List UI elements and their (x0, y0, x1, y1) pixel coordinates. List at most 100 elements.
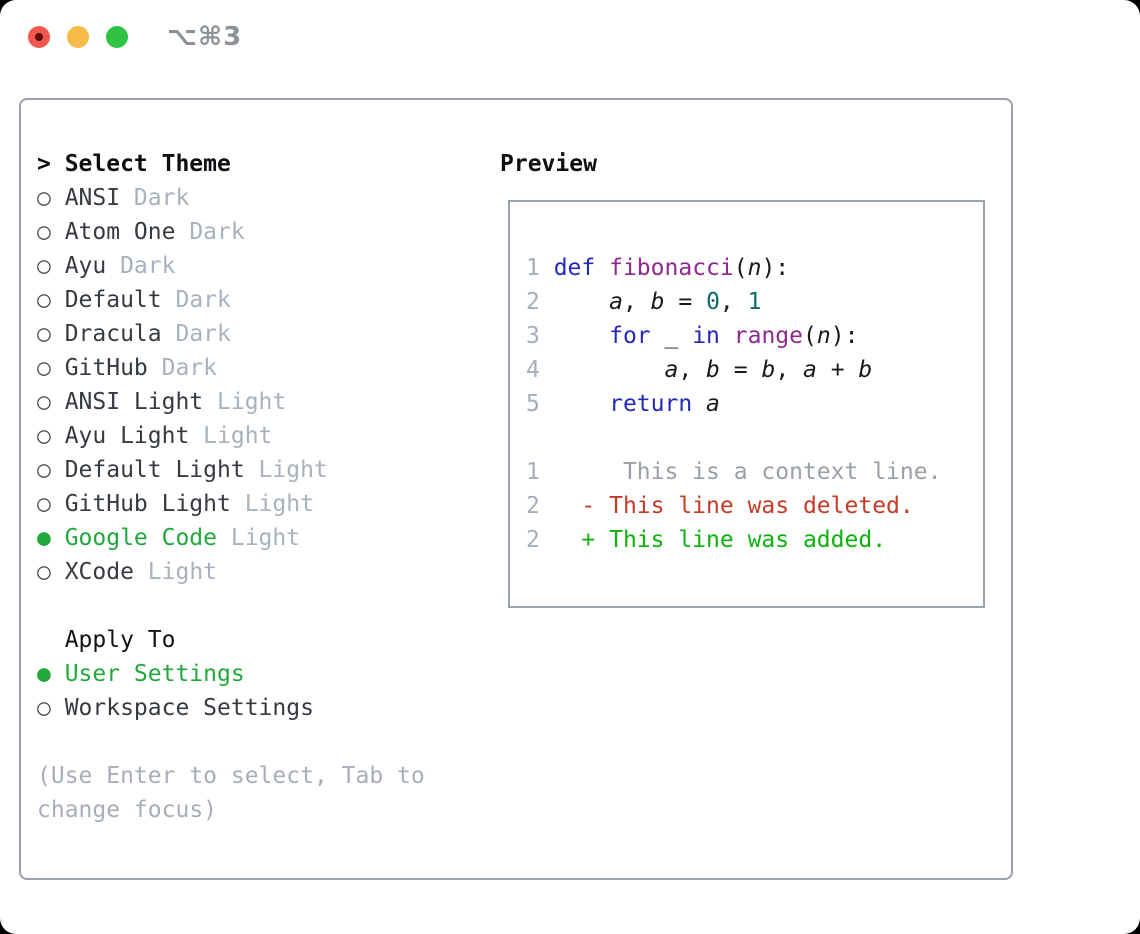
theme-name: XCode (64, 559, 134, 585)
apply-option-label: Workspace Settings (64, 695, 314, 721)
theme-option-google-code[interactable]: ● Google Code Light (37, 521, 477, 555)
theme-name: Default (64, 287, 162, 313)
radio-icon: ○ (37, 389, 51, 415)
code-segment: for (609, 323, 651, 349)
theme-option-xcode[interactable]: ○ XCode Light (37, 555, 477, 589)
code-line: 3 for _ in range(n): (526, 319, 983, 353)
code-segment: This is a context line. (553, 459, 942, 485)
line-number: 2 (526, 289, 554, 315)
code-line: 4 a, b = b, a + b (526, 353, 983, 387)
code-segment: + (816, 357, 859, 383)
code-segment (692, 391, 706, 417)
code-line: 1 def fibonacci(n): (526, 251, 983, 285)
theme-name: Google Code (64, 525, 218, 551)
code-segment: b (650, 289, 665, 315)
code-segment: n (816, 323, 831, 349)
code-segment: a (609, 289, 623, 315)
preview-title: Preview (500, 151, 597, 177)
code-segment: , (775, 357, 804, 383)
code-segment: range (733, 323, 803, 349)
code-segment (720, 323, 734, 349)
code-segment: a (664, 357, 679, 383)
apply-to-label: Apply To (64, 627, 176, 653)
zoom-button[interactable] (106, 26, 128, 48)
apply-to-header: Apply To (37, 623, 477, 657)
code-line: 2 - This line was deleted. (526, 489, 983, 523)
radio-icon: ● (37, 525, 51, 551)
radio-icon: ○ (37, 423, 51, 449)
line-number: 5 (526, 391, 554, 417)
theme-option-default[interactable]: ○ Default Dark (37, 283, 477, 317)
line-number: 4 (526, 357, 554, 383)
code-segment: b (706, 357, 720, 383)
radio-icon: ○ (37, 219, 51, 245)
theme-variant: Light (258, 457, 328, 483)
theme-variant: Light (230, 525, 301, 551)
code-segment: a (803, 357, 817, 383)
apply-option-label: User Settings (64, 661, 245, 687)
theme-name: GitHub (64, 355, 148, 381)
code-segment: 0 (706, 289, 720, 315)
code-segment: a (706, 391, 720, 417)
theme-name: Ayu Light (64, 423, 190, 449)
code-segment: ): (830, 323, 859, 349)
line-number: 2 (526, 493, 554, 519)
code-line: 2 + This line was added. (526, 523, 983, 557)
code-segment: def (553, 255, 596, 281)
code-segment (595, 255, 609, 281)
code-segment: , (719, 289, 748, 315)
line-number: 3 (526, 323, 554, 349)
radio-icon: ○ (37, 559, 51, 585)
code-segment: , (622, 289, 651, 315)
keyboard-hint: (Use Enter to select, Tab to change focu… (37, 763, 425, 823)
minimize-button[interactable] (67, 26, 89, 48)
theme-variant: Dark (189, 219, 245, 245)
theme-name: GitHub Light (64, 491, 231, 517)
titlebar: ⌥⌘3 (0, 0, 1140, 74)
code-segment: = (719, 357, 762, 383)
close-button[interactable] (28, 26, 50, 48)
radio-icon: ○ (37, 457, 51, 483)
spacer (37, 589, 477, 623)
preview-box: 1 def fibonacci(n): 2 a, b = 0, 1 3 for _ … (508, 200, 985, 608)
spacer (37, 725, 477, 759)
code-segment (554, 391, 609, 417)
radio-icon: ○ (37, 321, 51, 347)
apply-option-workspace-settings[interactable]: ○ Workspace Settings (37, 691, 477, 725)
code-segment: + This line was added. (553, 527, 887, 553)
radio-icon: ○ (37, 287, 51, 313)
radio-icon: ● (37, 661, 51, 687)
code-segment (554, 357, 665, 383)
code-segment: b (858, 357, 873, 383)
code-line: 1 This is a context line. (526, 455, 983, 489)
radio-icon: ○ (37, 253, 51, 279)
window-title: ⌥⌘3 (167, 22, 243, 52)
code-segment: return (609, 391, 693, 417)
code-segment: - This line was deleted. (553, 493, 914, 519)
theme-variant: Dark (175, 287, 231, 313)
code-segment: b (761, 357, 776, 383)
theme-variant: Light (147, 559, 218, 585)
line-number: 1 (526, 255, 554, 281)
apply-option-user-settings[interactable]: ● User Settings (37, 657, 477, 691)
code-segment: in (692, 323, 720, 349)
theme-name: Default Light (64, 457, 245, 483)
theme-name: Ayu (64, 253, 107, 279)
code-segment (554, 323, 609, 349)
radio-icon: ○ (37, 355, 51, 381)
code-segment: fibonacci (609, 255, 734, 281)
theme-option-default-light[interactable]: ○ Default Light Light (37, 453, 477, 487)
code-segment: ( (733, 255, 748, 281)
radio-icon: ○ (37, 695, 51, 721)
prompt-icon: > (37, 151, 51, 177)
